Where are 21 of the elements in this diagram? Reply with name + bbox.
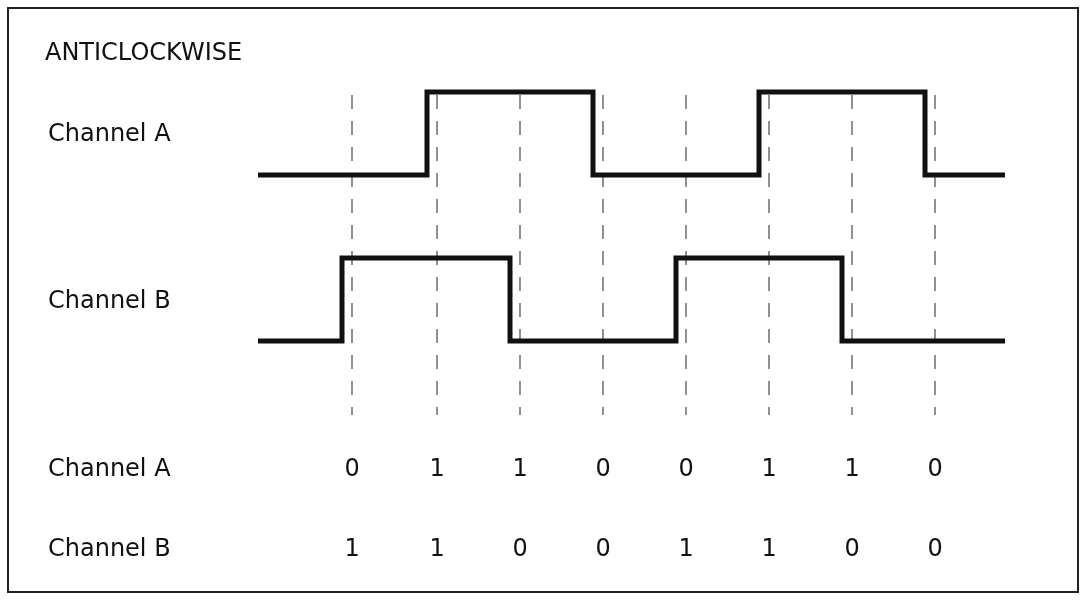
bit-value: 1: [429, 534, 445, 562]
bit-value: 0: [927, 534, 943, 562]
bit-value: 0: [595, 534, 611, 562]
bit-value: 0: [844, 534, 860, 562]
row-label: Channel B: [48, 534, 171, 562]
bit-value: 0: [678, 454, 694, 482]
row-label: Channel A: [48, 454, 171, 482]
channel-label: Channel A: [48, 119, 171, 147]
bit-value: 1: [761, 534, 777, 562]
bit-value: 0: [512, 534, 528, 562]
bit-value: 1: [429, 454, 445, 482]
bit-value: 1: [844, 454, 860, 482]
bit-value: 1: [344, 534, 360, 562]
bit-value: 1: [678, 534, 694, 562]
diagram-title: ANTICLOCKWISE: [45, 38, 243, 66]
bit-value: 0: [344, 454, 360, 482]
bit-value: 0: [927, 454, 943, 482]
bit-value: 0: [595, 454, 611, 482]
bit-value: 1: [761, 454, 777, 482]
bit-value: 1: [512, 454, 528, 482]
channel-label: Channel B: [48, 286, 171, 314]
